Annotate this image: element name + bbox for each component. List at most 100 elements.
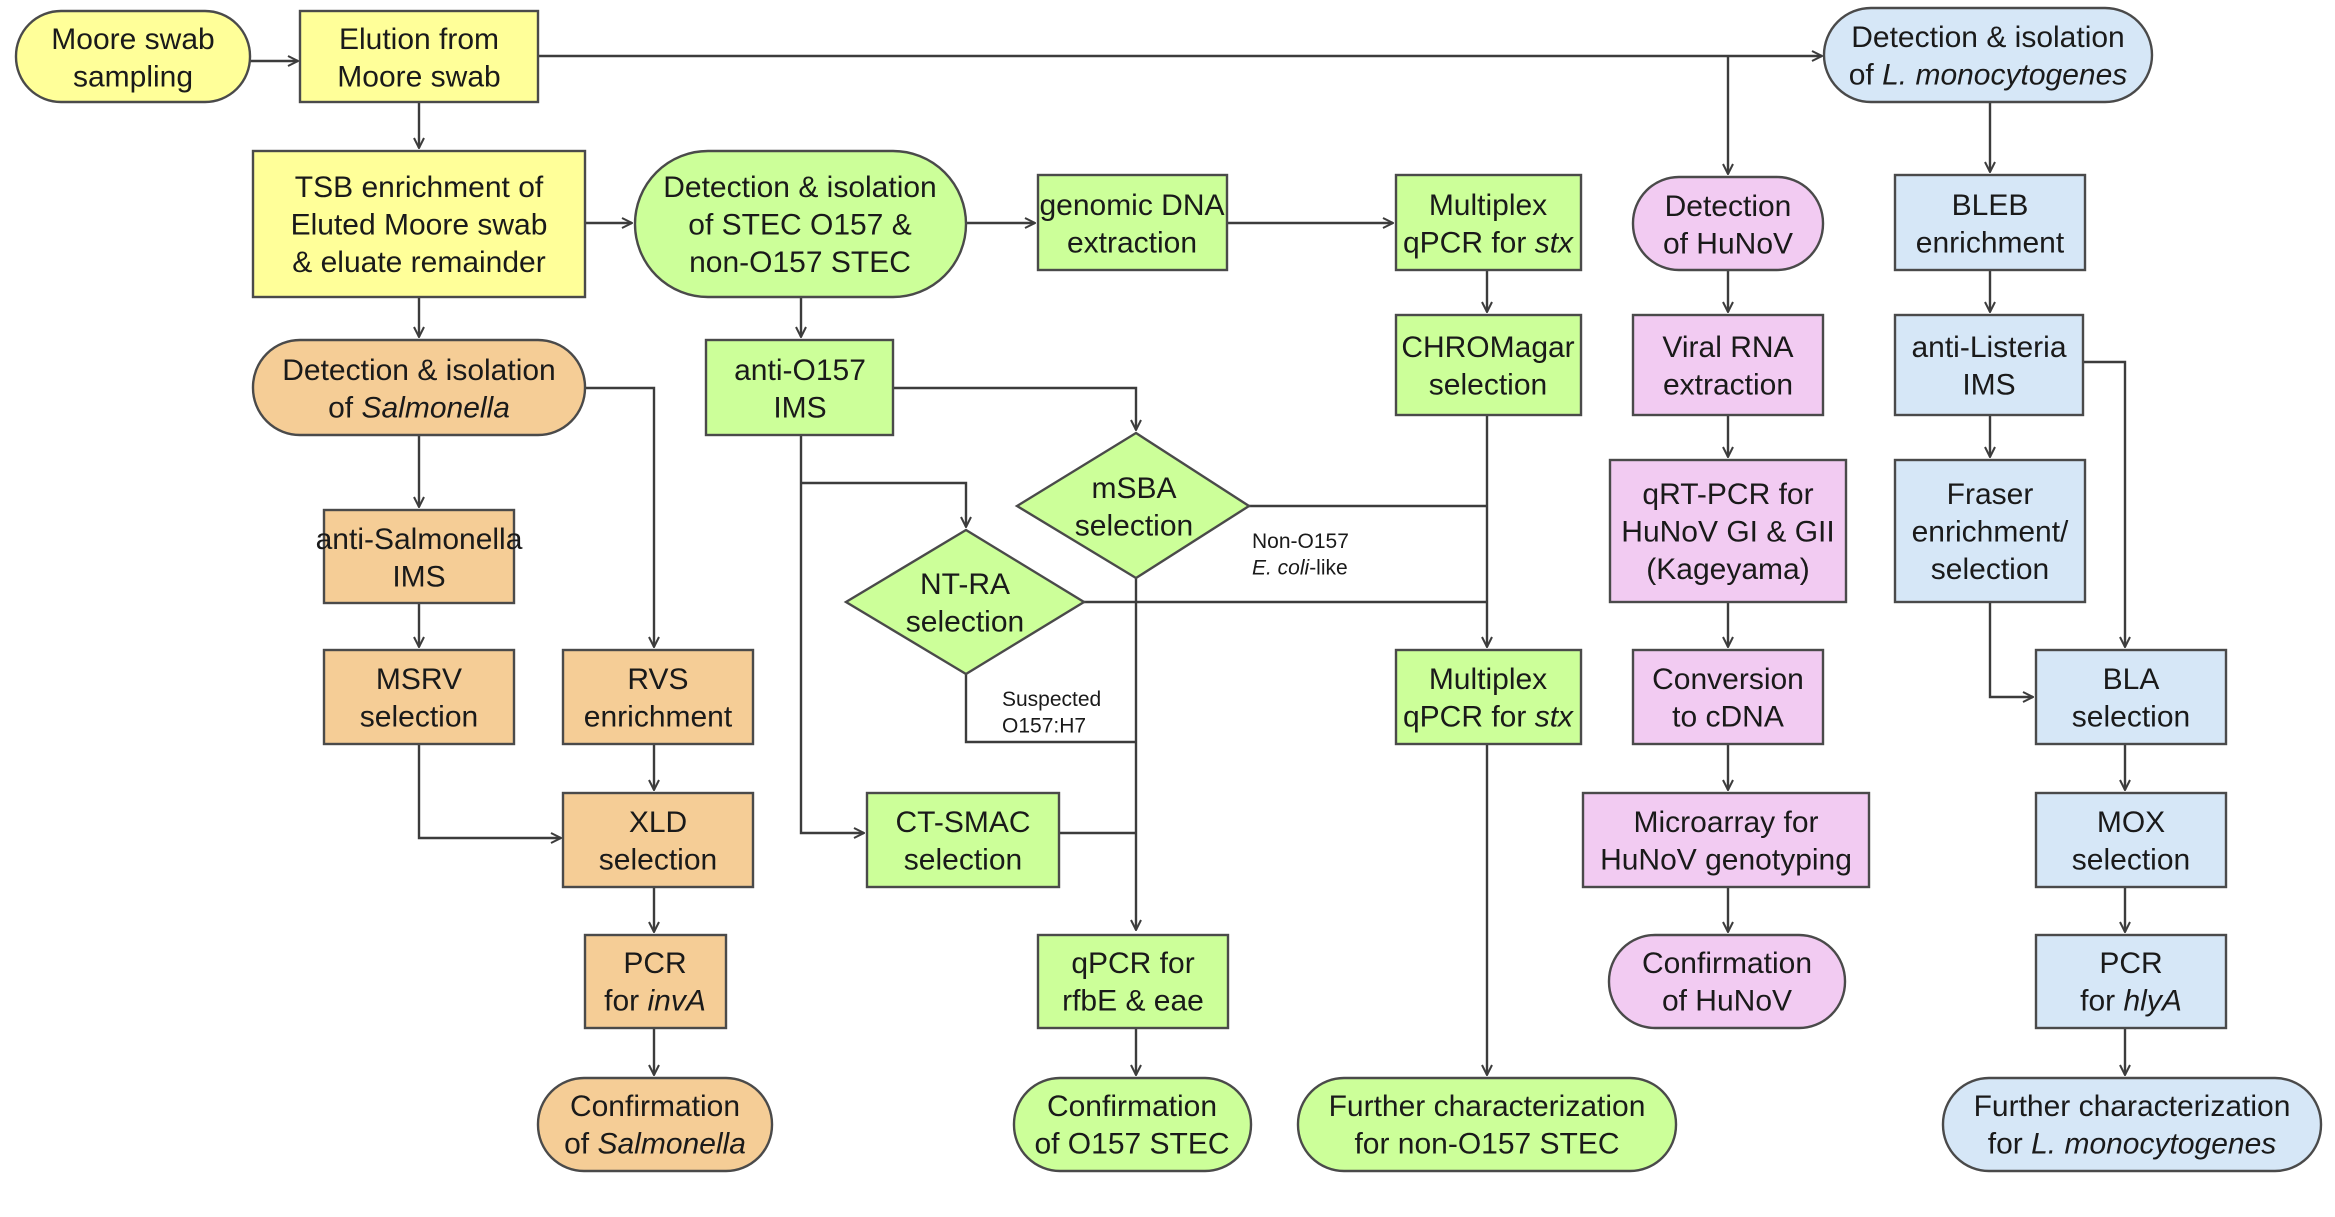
label-line: -like xyxy=(1309,557,1348,580)
label-line: enrichment/ xyxy=(1912,516,2069,549)
node-shape-multiplex-qpcr-2 xyxy=(1394,648,1583,746)
label-line: of HuNoV xyxy=(1662,984,1792,1017)
node-shape-pcr-inva xyxy=(583,933,728,1030)
label-line: selection xyxy=(2072,700,2190,733)
connector-lines xyxy=(250,56,2125,1075)
edge-msrv-to-xld xyxy=(417,744,561,838)
label-line: of O157 STEC xyxy=(1034,1127,1229,1160)
label-line: Detection & isolation xyxy=(663,171,937,204)
label-line: qRT-PCR for xyxy=(1642,478,1813,511)
node-shape-mox xyxy=(2034,791,2228,889)
node-shape-ntra xyxy=(843,528,1087,676)
label-line: Conversion xyxy=(1652,663,1804,696)
label-multiplex-qpcr-2: Multiplex qPCR for stx xyxy=(1403,663,1574,734)
label-line: to cDNA xyxy=(1672,700,1784,733)
label-line: rfbE & eae xyxy=(1062,984,1204,1017)
label-line: qPCR for xyxy=(1071,947,1194,980)
edge-anti-o157-to-msba xyxy=(893,386,1136,430)
label-line: HuNoV genotyping xyxy=(1600,843,1852,876)
label-line: stx xyxy=(1535,700,1574,733)
label-viral-rna: Viral RNA extraction xyxy=(1662,331,1793,402)
node-shape-conversion-cdna xyxy=(1631,648,1825,746)
node-shape-bleb-enrichment xyxy=(1893,173,2087,272)
node-shapes xyxy=(14,6,2323,1173)
label-line: Further characterization xyxy=(1974,1090,2291,1123)
label-line: CT-SMAC xyxy=(896,806,1031,839)
edge-anti-o157-to-ntra xyxy=(799,435,864,833)
node-shape-anti-listeria-ims xyxy=(1893,313,2085,417)
label-line: Elution from xyxy=(339,23,499,56)
label-qpcr-rfbe: qPCR for rfbE & eae xyxy=(1062,947,1204,1018)
edge-anti-listeria-to-bla xyxy=(2083,360,2125,647)
label-line: for xyxy=(1988,1127,2031,1160)
label-line: IMS xyxy=(392,560,445,593)
node-shape-genomic-dna xyxy=(1036,173,1229,272)
label-line: qPCR for xyxy=(1403,700,1535,733)
label-line: of xyxy=(564,1127,597,1160)
label-line: Multiplex xyxy=(1429,663,1547,696)
label-line: anti-Salmonella xyxy=(316,523,523,556)
node-shape-qpcr-rfbe xyxy=(1036,933,1230,1030)
label-line: for non-O157 STEC xyxy=(1354,1127,1619,1160)
label-line: extraction xyxy=(1663,368,1793,401)
node-shape-msba xyxy=(1014,431,1252,580)
label-line: CHROMagar xyxy=(1401,331,1574,364)
node-shape-detect-salmonella xyxy=(251,338,587,437)
label-line: for xyxy=(2080,984,2123,1017)
label-line: of xyxy=(328,391,361,424)
label-conversion-cdna: Conversion to cDNA xyxy=(1652,663,1804,734)
label-line: enrichment xyxy=(1916,226,2065,259)
label-line: IMS xyxy=(1962,368,2015,401)
label-line: Confirmation xyxy=(570,1090,740,1123)
label-line: selection xyxy=(1931,553,2049,586)
label-line: Detection xyxy=(1665,190,1792,223)
label-line: (Kageyama) xyxy=(1646,553,1809,586)
node-shape-confirm-hunov xyxy=(1607,933,1847,1030)
node-shape-ct-smac xyxy=(865,791,1061,889)
label-line: HuNoV GI & GII xyxy=(1621,516,1834,549)
node-shape-fraser xyxy=(1893,458,2087,604)
annotation-non-o157-ecoli-like: Non-O157 E. coli-like xyxy=(1252,530,1349,579)
label-line: TSB enrichment of xyxy=(295,171,544,204)
label-line: selection xyxy=(904,843,1022,876)
label-line: selection xyxy=(2072,843,2190,876)
label-line: Viral RNA xyxy=(1662,331,1793,364)
label-line: selection xyxy=(599,843,717,876)
label-line: of STEC O157 & xyxy=(688,209,911,242)
node-shape-msrv xyxy=(322,648,516,746)
label-line: & eluate remainder xyxy=(292,246,545,279)
node-shape-elution xyxy=(298,9,540,104)
label-line: E. coli xyxy=(1252,557,1311,580)
label-line: Moore swab xyxy=(337,60,500,93)
label-line: RVS xyxy=(627,663,688,696)
label-line: Salmonella xyxy=(597,1127,745,1160)
label-line: of xyxy=(1849,58,1882,91)
node-shape-detect-hunov xyxy=(1631,175,1825,272)
label-line: Non-O157 xyxy=(1252,530,1349,553)
node-shape-further-listeria xyxy=(1941,1076,2323,1173)
node-shape-anti-salmonella-ims xyxy=(322,508,516,605)
label-line: invA xyxy=(648,984,706,1017)
label-line: NT-RA xyxy=(920,568,1010,601)
label-line: selection xyxy=(1075,509,1193,542)
label-line: Detection & isolation xyxy=(282,354,556,387)
